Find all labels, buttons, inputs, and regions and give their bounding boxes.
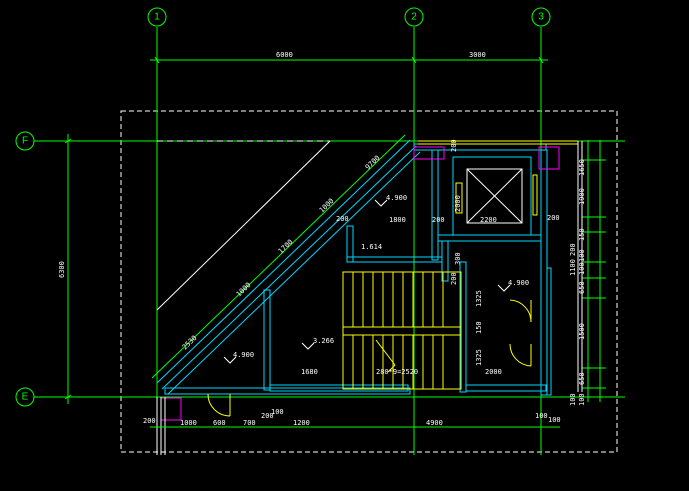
dim-150-a: 150 (475, 321, 483, 334)
dim-stair-note: 280*9=2520 (376, 368, 418, 376)
dim-200-b: 200 (432, 216, 445, 224)
diagonal-dim-line (151, 134, 406, 379)
dim-1325-a: 1325 (475, 290, 483, 307)
dim-650-v-a: 650 (578, 281, 586, 294)
dim-2000-h: 2000 (485, 368, 502, 376)
dim-2000-v: 2000 (454, 195, 462, 212)
level-symbol-c (223, 356, 237, 364)
interior-walls (164, 143, 552, 396)
dim-100-br-b: 100 (548, 416, 561, 424)
grid-label-3: 3 (538, 12, 544, 23)
plan-boundary (120, 110, 618, 453)
dim-1100-v: 1100 (569, 259, 577, 276)
dim-200-bl: 200 (143, 417, 156, 425)
diagonal-outer-line (156, 140, 331, 311)
dim-200-v-b: 200 (450, 272, 458, 285)
level-symbol-b (497, 284, 511, 292)
dim-6300-left: 6300 (58, 261, 66, 278)
left-bottom-lines (156, 397, 166, 455)
dim-100-v-b: 100 (578, 262, 586, 275)
top-window (418, 140, 578, 145)
dim-100-v-d: 100 (578, 393, 586, 406)
dim-300-v: 300 (454, 252, 462, 265)
dim-1500-v: 1500 (578, 323, 586, 340)
dim-100-br-a: 100 (535, 412, 548, 420)
level-markers: 4.900 4.900 4.900 3.266 1.614 (223, 194, 529, 364)
dim-150-v: 150 (578, 228, 586, 241)
grid-bubble-E (15, 387, 35, 407)
level-4900-a: 4.900 (386, 194, 407, 202)
dim-700: 700 (243, 419, 256, 427)
dim-6000-top: 6000 (276, 51, 293, 59)
grid-label-1: 1 (154, 12, 160, 23)
dim-650-v-b: 650 (578, 372, 586, 385)
grid-label-2: 2 (411, 12, 417, 23)
door-swings (207, 299, 532, 417)
dim-200-bot: 200 (261, 412, 274, 420)
diagonal-wall (156, 139, 421, 395)
level-4900-c: 4.900 (233, 351, 254, 359)
grid-bubbles: 1 2 3 F E (15, 7, 551, 407)
dim-3000-top: 3000 (469, 51, 486, 59)
level-1614: 1.614 (361, 243, 382, 251)
dim-200-top: 200 (450, 139, 458, 152)
window-right (577, 141, 583, 392)
dim-1000-b: 1000 (180, 419, 197, 427)
dim-1800: 1800 (389, 216, 406, 224)
dim-200-v: 200 (569, 243, 577, 256)
grid-label-E: E (22, 392, 29, 403)
dim-2200: 2200 (480, 216, 497, 224)
dim-1200: 1200 (293, 419, 310, 427)
dim-4900: 4900 (426, 419, 443, 427)
dim-1325-b: 1325 (475, 349, 483, 366)
grid-bubble-3 (531, 7, 551, 27)
dim-100-bot: 100 (271, 408, 284, 416)
dim-100-v-c: 100 (569, 393, 577, 406)
top-dimension (150, 56, 548, 64)
dim-1650-v: 1650 (578, 159, 586, 176)
dim-200-a: 200 (336, 215, 349, 223)
level-3266: 3.266 (313, 337, 334, 345)
elevator-counterweight (455, 174, 538, 216)
level-symbol-d (301, 342, 315, 350)
dim-600: 600 (213, 419, 226, 427)
level-4900-b: 4.900 (508, 279, 529, 287)
elevator-car (466, 168, 523, 224)
grid-label-F: F (22, 136, 28, 147)
right-dimensions (582, 140, 606, 402)
left-dimension (64, 134, 72, 404)
level-symbol-a (374, 199, 388, 207)
dim-1900-v: 1900 (578, 188, 586, 205)
dim-100-v-a: 100 (578, 249, 586, 262)
dim-1680: 1680 (301, 368, 318, 376)
dim-200-c: 200 (547, 214, 560, 222)
stair-treads (342, 271, 462, 390)
grid-bubble-F (15, 131, 35, 151)
grid-bubble-1 (147, 7, 167, 27)
grid-bubble-2 (404, 7, 424, 27)
